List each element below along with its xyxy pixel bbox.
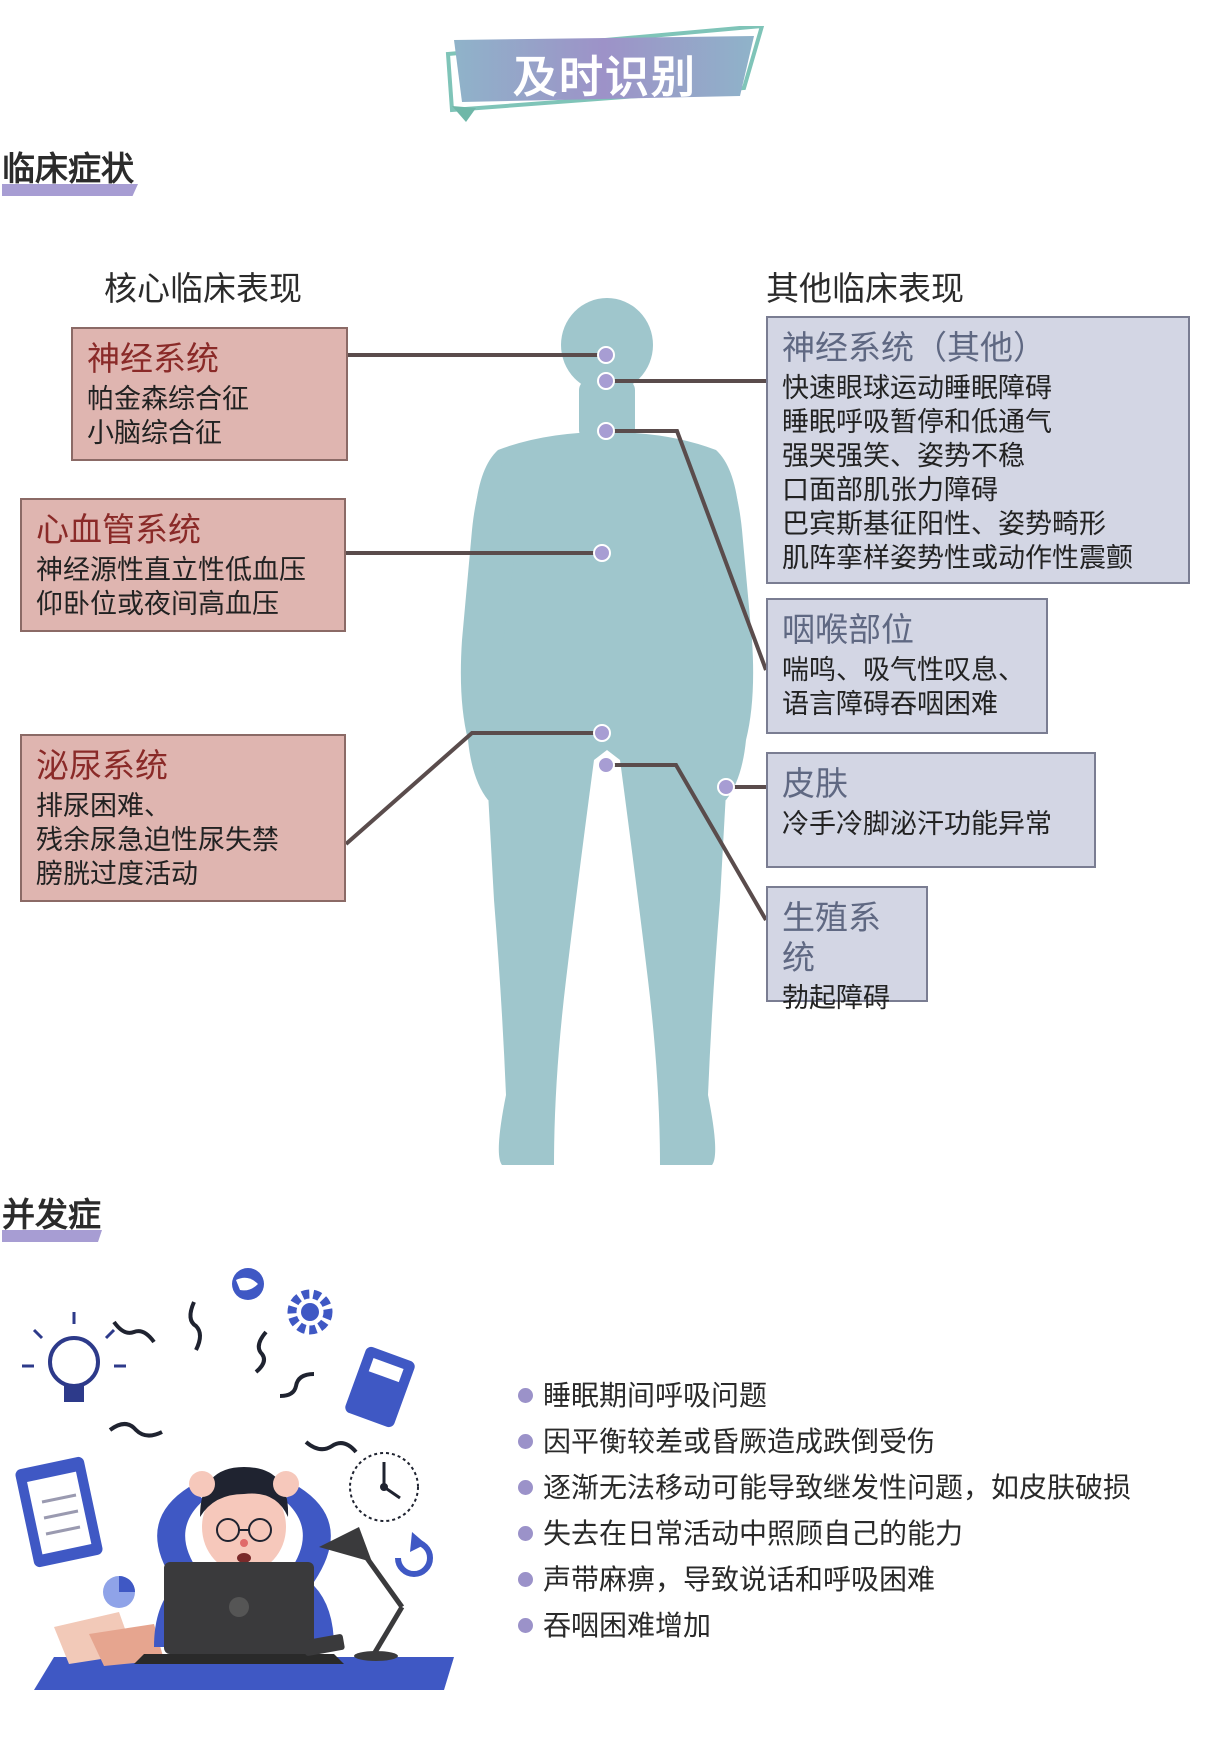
- bullet-icon: [518, 1433, 533, 1449]
- other-box-throat: 咽喉部位 喘鸣、吸气性叹息、 语言障碍吞咽困难: [766, 598, 1048, 734]
- other-box-line: 巴宾斯基征阳性、姿势畸形: [782, 509, 1106, 540]
- stress-arrows-icon: [108, 1301, 358, 1454]
- pie-chart-icon: [103, 1576, 135, 1608]
- stressed-person-illustration: [15, 1268, 454, 1690]
- bullet-icon: [518, 1525, 533, 1541]
- other-box-line: 喘鸣、吸气性叹息、: [782, 655, 1025, 686]
- complication-item: 逐渐无法移动可能导致继发性问题，如皮肤破损: [518, 1465, 1131, 1511]
- other-box-line: 冷手冷脚泌汗功能异常: [782, 809, 1052, 840]
- other-box-line: 睡眠呼吸暂停和低通气: [782, 407, 1052, 438]
- banner-title: 及时识别: [513, 52, 697, 103]
- section-title-symptoms: 临床症状: [2, 149, 134, 188]
- dot-head: [597, 346, 615, 364]
- other-box-title: 咽喉部位: [782, 610, 914, 649]
- section-underline: [2, 184, 138, 196]
- complication-item: 声带麻痹，导致说话和呼吸困难: [518, 1557, 935, 1603]
- clipboard-icon: [15, 1456, 103, 1568]
- core-box-line: 残余尿急迫性尿失禁: [36, 825, 279, 856]
- complication-item: 失去在日常活动中照顾自己的能力: [518, 1511, 963, 1557]
- other-box-line: 强哭强笑、姿势不稳: [782, 441, 1025, 472]
- other-box-title: 神经系统（其他）: [782, 328, 1046, 367]
- core-box-line: 仰卧位或夜间高血压: [36, 589, 279, 620]
- complication-item: 吞咽困难增加: [518, 1603, 711, 1649]
- core-box-line: 帕金森综合征: [87, 384, 249, 415]
- other-box-title: 皮肤: [782, 764, 848, 803]
- dot-hand: [717, 778, 735, 796]
- lightbulb-icon: [22, 1312, 126, 1402]
- other-box-line: 肌阵挛样姿势性或动作性震颤: [782, 543, 1133, 574]
- connector-urinary: [344, 731, 602, 846]
- core-box-urinary: 泌尿系统 排尿困难、 残余尿急迫性尿失禁 膀胱过度活动: [20, 734, 346, 902]
- anatomy-dots: [593, 346, 735, 796]
- bullet-icon: [518, 1387, 533, 1403]
- human-body-silhouette: [460, 298, 754, 1165]
- dot-bladder: [593, 724, 611, 742]
- desk: [34, 1657, 454, 1690]
- core-box-line: 神经源性直立性低血压: [36, 555, 306, 586]
- bullet-icon: [518, 1617, 533, 1633]
- globe-icon: [232, 1268, 264, 1300]
- other-box-line: 勃起障碍: [782, 983, 890, 1014]
- connector-lines: [344, 353, 768, 922]
- column-heading-other: 其他临床表现: [766, 269, 964, 308]
- complication-item: 睡眠期间呼吸问题: [518, 1373, 767, 1419]
- person-hair: [200, 1467, 289, 1517]
- other-box-line: 语言障碍吞咽困难: [782, 689, 998, 720]
- bullet-icon: [518, 1479, 533, 1495]
- person-face: [202, 1481, 286, 1573]
- refresh-icon: [395, 1532, 433, 1577]
- core-box-title: 心血管系统: [36, 510, 201, 549]
- gear-icon: [287, 1289, 333, 1335]
- other-box-reproductive: 生殖系统 勃起障碍: [766, 886, 928, 1014]
- other-box-skin: 皮肤 冷手冷脚泌汗功能异常: [766, 752, 1096, 868]
- complication-item: 因平衡较差或昏厥造成跌倒受伤: [518, 1419, 935, 1465]
- core-box-line: 小脑综合征: [87, 418, 222, 449]
- clock-icon: [349, 1452, 419, 1522]
- column-heading-core: 核心临床表现: [104, 269, 302, 308]
- core-box-cardio: 心血管系统 神经源性直立性低血压 仰卧位或夜间高血压: [20, 498, 346, 632]
- dot-chest: [593, 544, 611, 562]
- core-box-title: 神经系统: [87, 339, 219, 378]
- lamp-icon: [319, 1527, 405, 1661]
- dot-throat: [597, 422, 615, 440]
- section-underline: [2, 1230, 102, 1242]
- other-box-line: 快速眼球运动睡眠障碍: [782, 373, 1052, 404]
- connector-reproductive: [606, 763, 768, 922]
- connector-throat: [606, 429, 768, 671]
- other-box-neuro: 神经系统（其他） 快速眼球运动睡眠障碍 睡眠呼吸暂停和低通气 强哭强笑、姿势不稳…: [766, 316, 1190, 584]
- other-box-line: 口面部肌张力障碍: [782, 475, 998, 506]
- section-title-complications: 并发症: [2, 1195, 101, 1234]
- bullet-icon: [518, 1571, 533, 1587]
- core-box-line: 膀胱过度活动: [36, 859, 198, 890]
- dot-genital: [597, 756, 615, 774]
- calculator-icon: [345, 1346, 415, 1428]
- other-box-title: 生殖系统: [782, 898, 881, 977]
- body-diagram: [344, 298, 768, 1165]
- core-box-title: 泌尿系统: [36, 746, 168, 785]
- dot-chin: [597, 372, 615, 390]
- core-box-line: 排尿困难、: [36, 791, 171, 822]
- core-box-neuro: 神经系统 帕金森综合征 小脑综合征: [71, 327, 348, 461]
- banner-ribbon: [445, 26, 765, 122]
